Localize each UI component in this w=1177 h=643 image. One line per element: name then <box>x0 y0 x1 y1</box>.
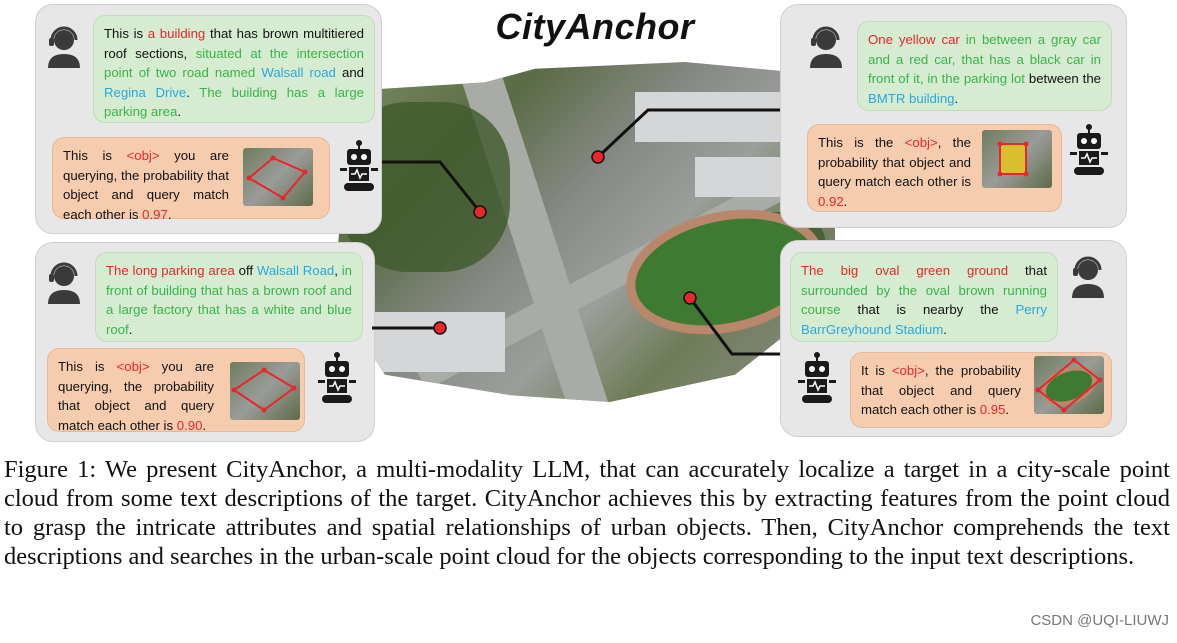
text-segment: . <box>186 84 200 100</box>
query-bubble-bottom-left: The long parking area off Walsall Road, … <box>95 252 363 342</box>
text-segment: and <box>335 65 364 80</box>
text-segment: , the probability that object and query … <box>861 363 1021 417</box>
robot-icon <box>1070 124 1108 175</box>
text-segment: situated at the intersection point of tw… <box>104 45 365 81</box>
text-segment: . <box>167 206 172 222</box>
text-segment: a building <box>147 26 206 41</box>
user-headset-icon <box>48 262 80 304</box>
text-segment: This is the <box>818 135 905 150</box>
user-headset-icon <box>1072 256 1104 298</box>
robot-icon <box>798 352 836 403</box>
text-segment: . <box>954 90 959 106</box>
text-segment: , the probability that object and query … <box>818 135 971 189</box>
aerial-city-map <box>335 62 835 402</box>
text-segment: surrounded by the oval brown running cou… <box>801 282 1047 318</box>
figure: CityAnchor <box>35 4 1127 442</box>
text-segment: , <box>334 263 342 278</box>
text-segment: . <box>943 321 947 337</box>
text-segment: off <box>234 263 257 278</box>
text-segment: The long parking area <box>106 263 235 278</box>
text-segment: 0.90 <box>176 417 203 433</box>
text-segment: One yellow car <box>868 32 960 47</box>
figure-caption: Figure 1: We present CityAnchor, a multi… <box>4 456 1170 570</box>
text-segment: The big oval green ground <box>801 263 1009 278</box>
text-segment: Regina Drive <box>104 84 187 100</box>
object-thumbnail <box>243 148 313 206</box>
text-segment: that has brown multitiered roof sections… <box>104 26 364 61</box>
text-segment: you are querying, the probability that o… <box>58 359 214 433</box>
figure-title: CityAnchor <box>495 6 695 47</box>
text-segment: Perry BarrGreyhound Stadium <box>801 302 1047 337</box>
text-segment: It is <box>861 363 892 378</box>
text-segment: This is <box>63 148 127 163</box>
text-segment: The building has a large parking area <box>104 84 364 120</box>
text-segment: Walsall road <box>261 65 336 80</box>
text-segment: <obj> <box>904 135 938 150</box>
text-segment: 0.95 <box>979 402 1006 417</box>
text-segment: you are querying, the probability that o… <box>63 148 229 222</box>
query-bubble-bottom-right: The big oval green ground that surrounde… <box>790 252 1058 342</box>
text-segment: that is nearby the <box>840 302 1016 317</box>
object-thumbnail <box>230 362 300 420</box>
user-headset-icon <box>48 26 80 68</box>
object-thumbnail <box>982 130 1052 188</box>
query-bubble-top-left: This is a building that has brown multit… <box>93 15 375 123</box>
text-segment: . <box>202 417 207 433</box>
text-segment: BMTR building <box>868 90 955 106</box>
text-segment: <obj> <box>891 363 925 378</box>
robot-icon <box>318 352 356 403</box>
text-segment: . <box>1005 402 1010 417</box>
text-segment: in between a gray car and a red car, tha… <box>868 32 1101 86</box>
user-headset-icon <box>810 26 842 68</box>
text-segment: that <box>1008 263 1047 278</box>
text-segment: 0.92 <box>818 193 844 209</box>
text-segment: between the <box>1024 71 1101 86</box>
robot-icon <box>340 140 378 191</box>
text-segment: This is <box>104 26 148 41</box>
text-segment: . <box>843 193 848 209</box>
text-segment: This is <box>58 359 117 374</box>
text-segment: Walsall Road <box>256 263 335 278</box>
text-segment: <obj> <box>126 148 160 163</box>
text-segment: in front of building that has a brown ro… <box>106 263 353 337</box>
text-segment: . <box>177 104 181 119</box>
query-bubble-top-right: One yellow car in between a gray car and… <box>857 21 1112 111</box>
text-segment: <obj> <box>116 359 150 374</box>
watermark: CSDN @UQI-LIUWJ <box>1030 612 1169 629</box>
object-thumbnail <box>1034 356 1104 414</box>
text-segment: 0.97 <box>142 206 168 222</box>
text-segment: . <box>128 321 133 337</box>
